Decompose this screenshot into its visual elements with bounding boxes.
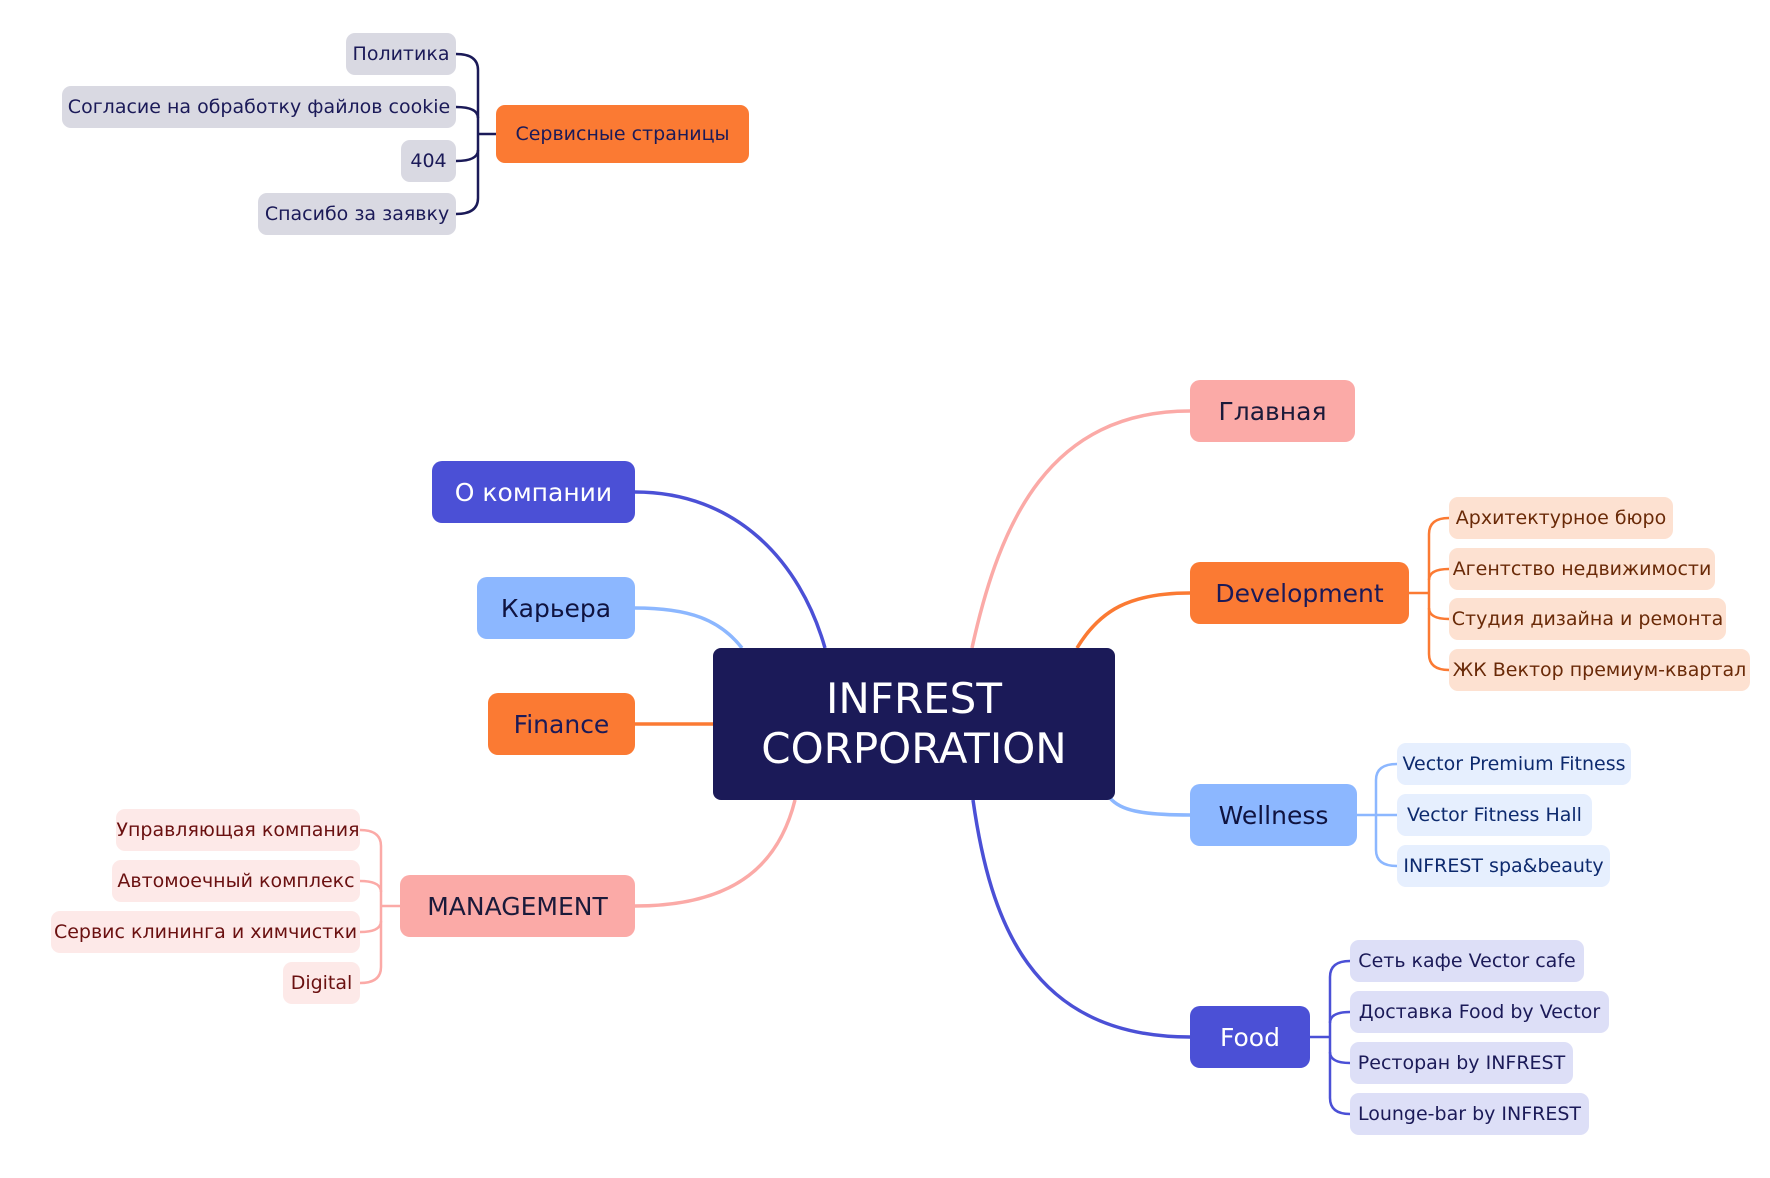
node-label: Студия дизайна и ремонта xyxy=(1451,608,1724,630)
node-finance[interactable]: Finance xyxy=(488,693,635,755)
node-label: Доставка Food by Vector xyxy=(1358,1001,1601,1023)
node-food-lounge-bar[interactable]: Lounge-bar by INFREST xyxy=(1350,1093,1589,1135)
node-label: Согласие на обработку файлов cookie xyxy=(67,96,451,118)
node-label: Сеть кафе Vector cafe xyxy=(1358,950,1576,972)
connector-development xyxy=(1075,591,1191,649)
node-service-404[interactable]: 404 xyxy=(401,140,456,182)
node-development-realty[interactable]: Агентство недвижимости xyxy=(1449,548,1715,590)
node-label: 404 xyxy=(410,150,447,172)
node-development[interactable]: Development xyxy=(1190,562,1409,624)
node-label: Ресторан by INFREST xyxy=(1357,1052,1566,1074)
bracket-development xyxy=(1409,516,1450,672)
node-label: Digital xyxy=(290,972,353,994)
node-food[interactable]: Food xyxy=(1190,1006,1310,1068)
connector-wellness xyxy=(1108,796,1191,817)
root-node[interactable]: INFREST CORPORATION xyxy=(713,648,1115,800)
connector-about xyxy=(634,490,827,649)
node-label: О компании xyxy=(454,477,613,507)
node-label: Карьера xyxy=(500,593,612,623)
node-label: Управляющая компания xyxy=(116,819,360,841)
connector-management xyxy=(634,799,797,908)
node-label: MANAGEMENT xyxy=(427,891,608,921)
connector-home xyxy=(970,409,1191,649)
node-food-restaurant[interactable]: Ресторан by INFREST xyxy=(1350,1042,1573,1084)
root-title-line1: INFREST xyxy=(826,674,1002,723)
connector-food xyxy=(971,799,1191,1039)
node-label: Lounge-bar by INFREST xyxy=(1357,1103,1582,1125)
node-development-residential[interactable]: ЖК Вектор премиум-квартал xyxy=(1449,649,1750,691)
node-service-policy[interactable]: Политика xyxy=(346,33,456,75)
node-wellness-spa[interactable]: INFREST spa&beauty xyxy=(1397,845,1610,887)
node-home[interactable]: Главная xyxy=(1190,380,1355,442)
node-wellness-fitness-hall[interactable]: Vector Fitness Hall xyxy=(1397,794,1592,836)
node-management[interactable]: MANAGEMENT xyxy=(400,875,635,937)
node-career[interactable]: Карьера xyxy=(477,577,635,639)
bracket-food xyxy=(1310,959,1351,1116)
bracket-service xyxy=(455,52,496,216)
node-service-pages-label: Сервисные страницы xyxy=(515,123,730,145)
node-label: INFREST spa&beauty xyxy=(1403,855,1604,877)
node-wellness-premium-fitness[interactable]: Vector Premium Fitness xyxy=(1397,743,1631,785)
node-about[interactable]: О компании xyxy=(432,461,635,523)
node-label: Автомоечный комплекс xyxy=(117,870,355,892)
node-label: Development xyxy=(1215,578,1384,608)
node-service-pages[interactable]: Сервисные страницы xyxy=(496,105,749,163)
node-label: Finance xyxy=(513,709,610,739)
node-label: Политика xyxy=(352,43,450,65)
node-management-cleaning[interactable]: Сервис клининга и химчистки xyxy=(51,911,360,953)
bracket-wellness xyxy=(1357,762,1398,868)
node-service-cookie[interactable]: Согласие на обработку файлов cookie xyxy=(62,86,456,128)
node-management-carwash[interactable]: Автомоечный комплекс xyxy=(112,860,360,902)
node-development-design-studio[interactable]: Студия дизайна и ремонта xyxy=(1449,598,1726,640)
node-label: Vector Premium Fitness xyxy=(1402,753,1626,775)
node-management-company[interactable]: Управляющая компания xyxy=(116,809,360,851)
node-food-cafe[interactable]: Сеть кафе Vector cafe xyxy=(1350,940,1584,982)
node-label: Wellness xyxy=(1218,800,1329,830)
node-label: Vector Fitness Hall xyxy=(1407,804,1582,826)
node-label: Главная xyxy=(1218,396,1327,426)
connector-career xyxy=(634,606,744,650)
node-food-delivery[interactable]: Доставка Food by Vector xyxy=(1350,991,1609,1033)
node-label: ЖК Вектор премиум-квартал xyxy=(1452,659,1747,681)
node-service-thanks[interactable]: Спасибо за заявку xyxy=(258,193,456,235)
node-development-architecture[interactable]: Архитектурное бюро xyxy=(1449,497,1673,539)
node-label: Сервис клининга и химчистки xyxy=(53,921,358,943)
node-management-digital[interactable]: Digital xyxy=(283,962,360,1004)
root-title-line2: CORPORATION xyxy=(761,724,1067,773)
bracket-management xyxy=(359,828,400,985)
node-label: Архитектурное бюро xyxy=(1455,507,1667,529)
node-label: Food xyxy=(1220,1022,1280,1052)
node-wellness[interactable]: Wellness xyxy=(1190,784,1357,846)
node-label: Спасибо за заявку xyxy=(264,203,450,225)
node-label: Агентство недвижимости xyxy=(1452,558,1712,580)
